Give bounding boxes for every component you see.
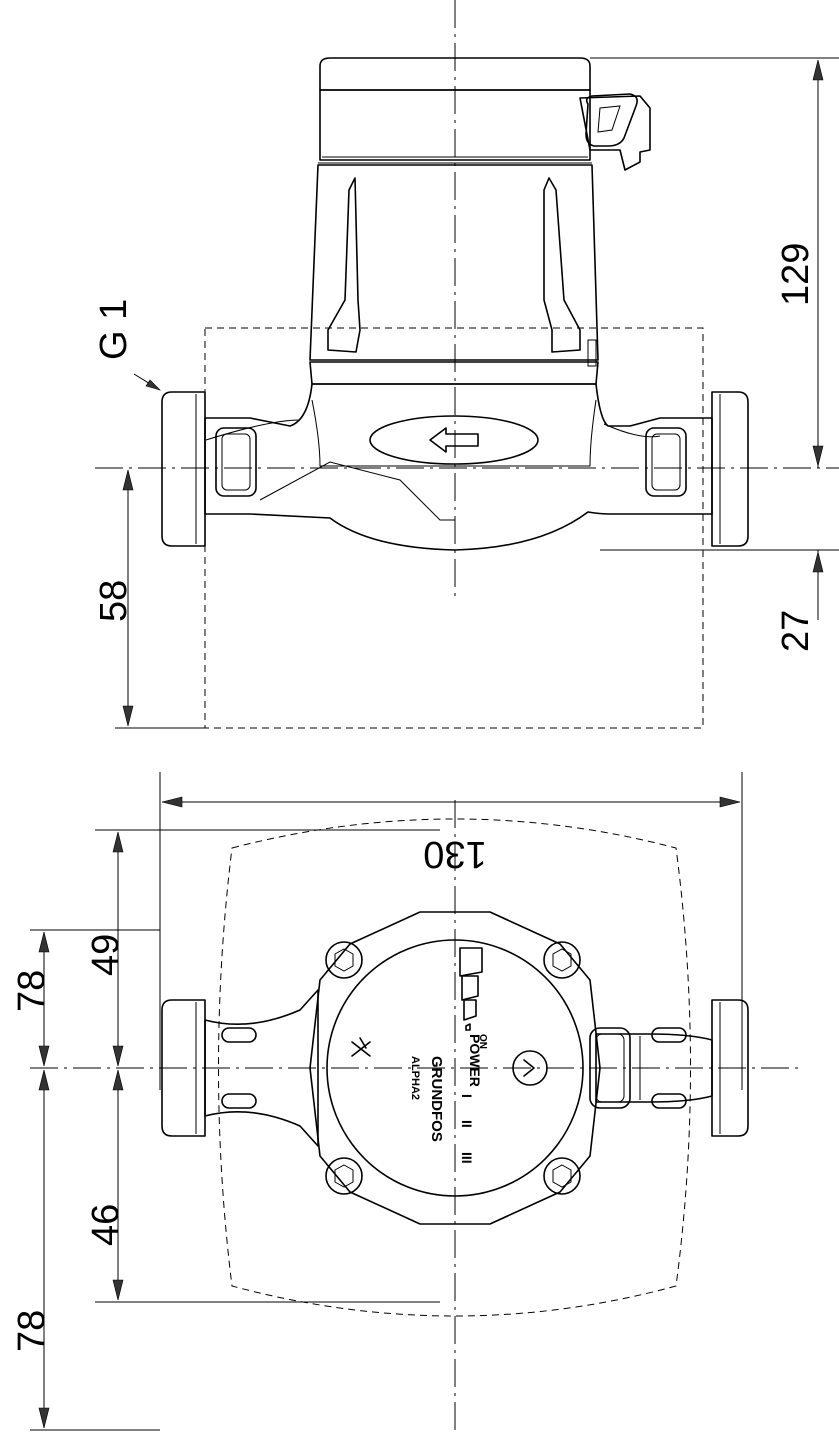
left-fin [327,177,361,353]
selector-chevron-icon [523,1059,535,1077]
speed-1-label: I [459,1094,475,1098]
front-left-flange [161,999,206,1137]
flow-direction-badge [369,415,539,465]
on-label: ON [477,1034,488,1049]
stator-housing [309,164,599,361]
control-face [326,939,584,1197]
housing-depth-dimension: 58 [93,580,135,622]
left-flange [161,391,206,547]
flow-arrow-icon [429,427,479,453]
bottom-half-inner-dimension: 46 [85,1204,127,1246]
top-half-inner-dimension: 49 [85,934,127,976]
speed-3-label: III [459,1152,475,1164]
right-window [645,427,687,497]
motor-height-dimension: 129 [775,243,817,306]
outlet-neck [595,1033,713,1103]
pump-head-frame [309,911,601,1225]
plug-connector [579,93,651,171]
lower-depth-dimension: 27 [775,610,817,652]
motor-envelope [218,818,691,1317]
bottom-half-outer-dimension: 78 [11,1310,53,1352]
left-window [215,427,257,497]
brand-label: GRUNDFOS [428,1056,445,1142]
pump-housing [204,383,713,551]
side-view: G 1 129 27 58 [93,0,839,729]
model-label: ALPHA2 [409,1056,421,1100]
clearance-envelope [204,327,704,729]
control-box-top [319,57,591,91]
overall-length-dimension: 130 [423,833,486,875]
terminal-box [589,1027,631,1109]
right-flange [711,391,749,547]
mounting-bolts [325,941,581,1195]
front-view: 130 GRUNDFOS [11,772,800,1432]
grundfos-logo-icon [351,1037,371,1057]
speed-selector-button [512,1050,548,1086]
front-right-flange [711,999,749,1137]
speed-2-label: II [459,1120,475,1128]
right-fin [543,177,581,353]
power-label: POWER [467,1034,483,1087]
motor-head [319,89,591,161]
speed-indicator-icon [459,947,483,1031]
top-half-outer-dimension: 78 [11,970,53,1012]
pump-ring [309,361,599,385]
front-housing [204,989,319,1147]
thread-label: G 1 [93,299,135,360]
